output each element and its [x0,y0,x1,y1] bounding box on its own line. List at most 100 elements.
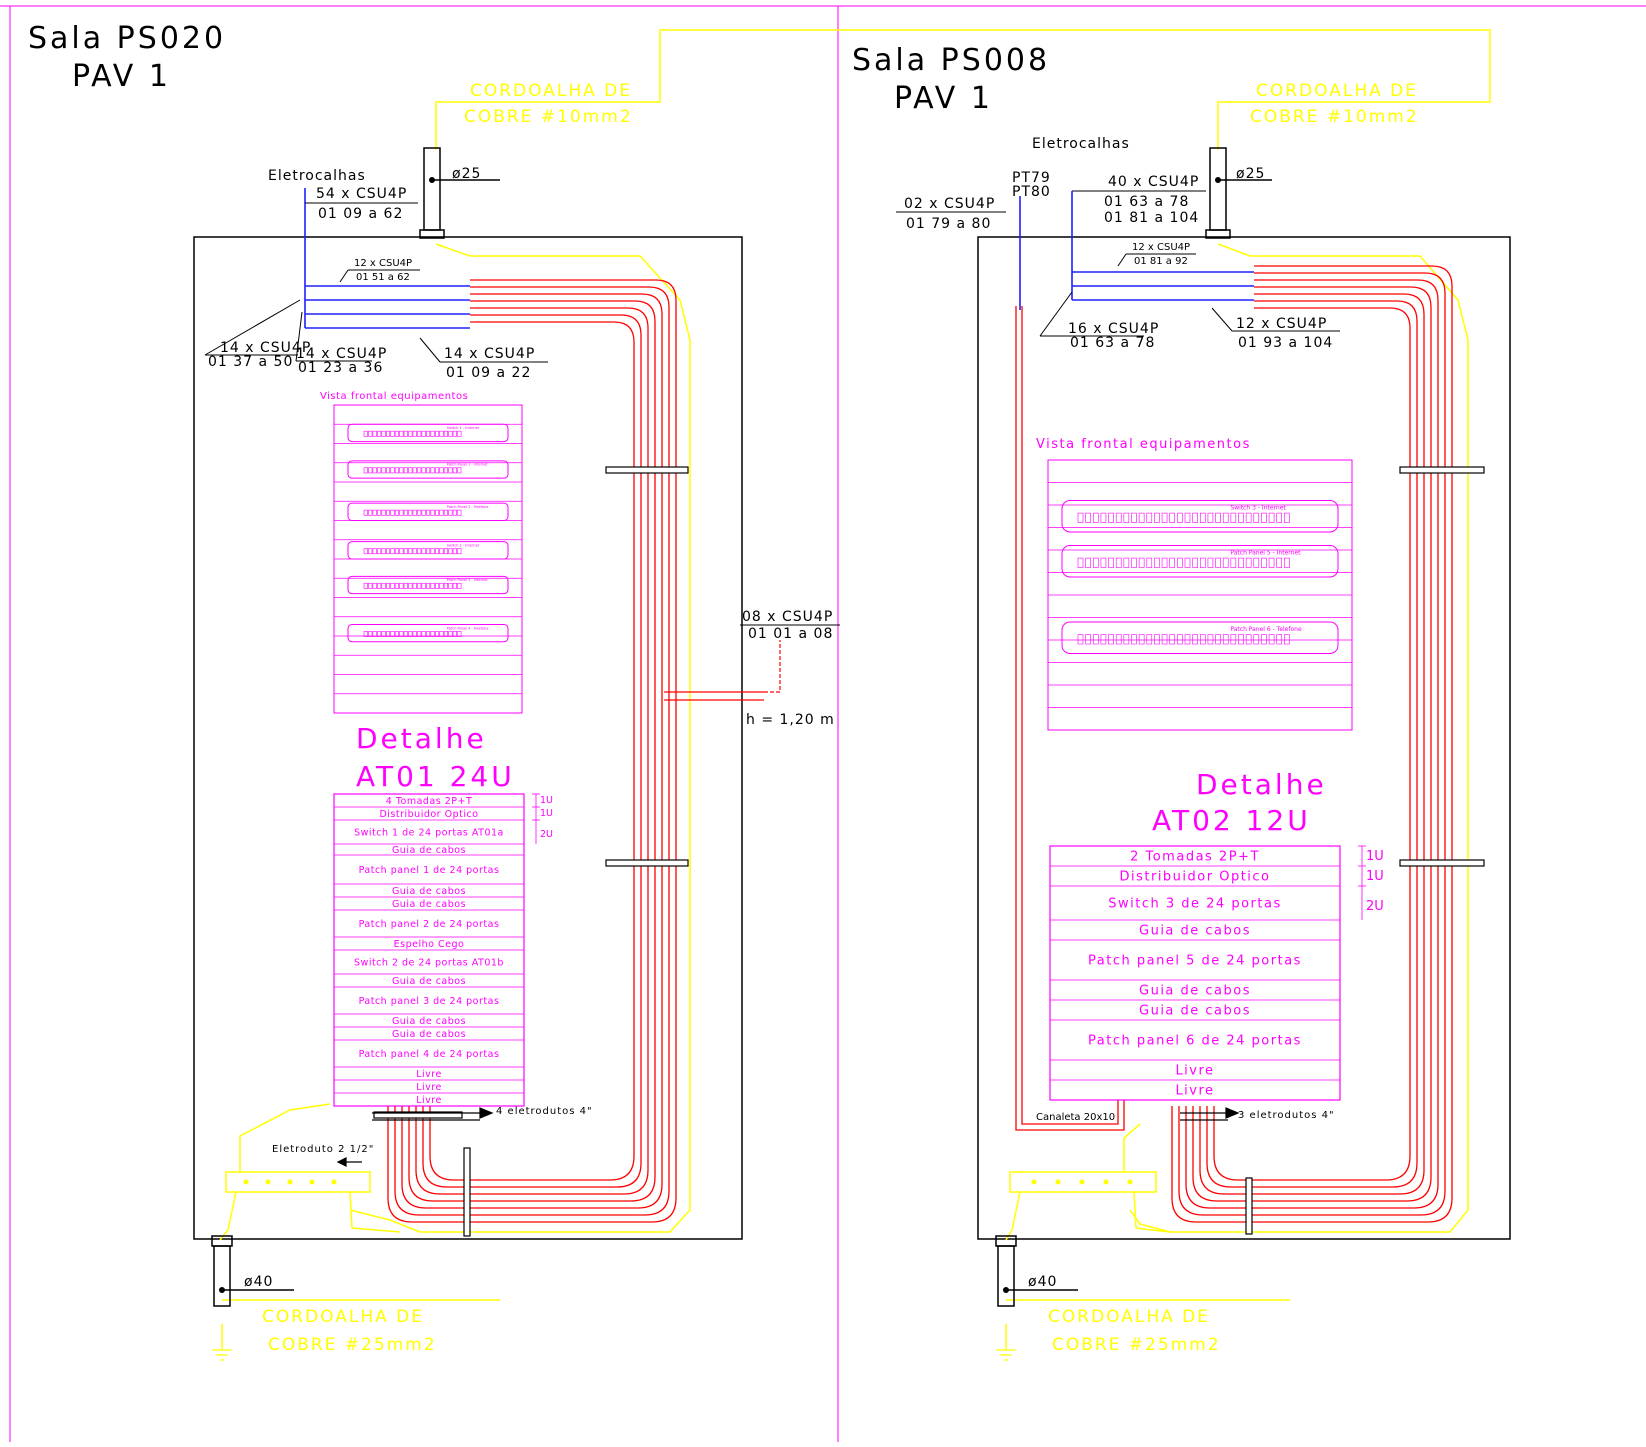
port-icon [443,509,448,516]
port-icon [1154,634,1160,645]
port-icon [448,548,453,555]
port-icon [1284,634,1290,645]
conduit-small-label: Eletroduto 2 1/2" [272,1144,374,1155]
front-panel-label: Switch 2 - Internet [447,544,480,548]
port-icon [434,582,440,589]
port-icon [377,548,382,555]
port-icon [363,631,368,637]
port-icon [1077,557,1084,568]
rack-row: Patch panel 1 de 24 portas [359,865,500,876]
port-icon [372,631,377,637]
port-icon [412,509,417,516]
port-icon [452,582,457,589]
rack-row: Distribuidor Optico [1119,870,1270,885]
ground-bottom-label-1: CORDOALHA DE [262,1307,424,1327]
rack-row: Guia de cabos [1139,984,1251,999]
port-icon [1268,634,1275,645]
port-icon [390,631,395,637]
port-icon [377,430,382,437]
port-icon [1115,512,1122,523]
port-icon [457,548,462,555]
rack-row: Guia de cabos [392,1016,466,1027]
port-icon [417,631,422,637]
port-icon [448,631,453,637]
port-icon [403,467,408,474]
port-icon [363,582,368,589]
pipe-top-diameter: ø25 [452,166,481,182]
unit-label: 1U [540,808,553,819]
cable-line [387,279,677,1223]
front-panel-label: Switch 3 - Internet [1230,504,1286,511]
port-icon [417,430,422,437]
rack-row: Guia de cabos [392,976,466,987]
port-icon [417,509,422,516]
port-icon [381,582,386,589]
port-icon [390,548,395,555]
rack-row: Patch panel 3 de 24 portas [359,996,500,1007]
port-icon [1284,557,1290,568]
detail-name: AT02 12U [1152,804,1311,837]
port-icon [1161,557,1168,568]
port-icon [385,631,391,637]
port-icon [381,631,386,637]
port-icon [408,430,413,437]
port-icon [1184,557,1191,568]
port-icon [1131,557,1137,568]
port-icon [1192,557,1198,568]
port-icon [426,548,431,555]
rack-row: Guia de cabos [1139,924,1251,939]
unit-label: 2U [540,829,553,840]
port-icon [1207,512,1214,523]
bundle-labels: 12 x CSU4P 01 51 a 62 14 x CSU4P 01 37 a… [204,258,548,381]
bundle-2-range: 01 37 a 50 [208,354,293,370]
port-icon [385,548,391,555]
front-panel [347,502,509,521]
port-icon [1092,512,1099,523]
port-icon [1077,512,1084,523]
port-icon [1092,557,1099,568]
rack-row: Livre [416,1095,442,1106]
pt-label-2: PT80 [1012,184,1051,200]
port-icon [1199,557,1206,568]
front-panel-label: Patch Panel 2 - Telefone [447,505,489,509]
port-icon [403,509,408,516]
port-icon [372,582,377,589]
port-icon [403,631,408,637]
port-icon [399,509,404,516]
port-icon [1146,557,1153,568]
bundle-1-range: 01 51 a 62 [356,272,410,283]
port-icon [421,582,426,589]
port-icon [448,430,453,437]
port-icon [1261,512,1267,523]
bundle-1-range: 01 81 a 92 [1134,256,1188,267]
port-icon [412,582,417,589]
port-icon [443,631,448,637]
port-icon [448,582,453,589]
port-icon [363,509,368,516]
bundle-labels: 12 x CSU4P 01 81 a 92 16 x CSU4P 01 63 a… [1039,242,1340,351]
port-icon [1100,634,1107,645]
port-icon [1207,634,1214,645]
front-panel [347,575,509,595]
port-icon [1161,634,1168,645]
port-icon [1284,512,1290,523]
front-panel-label: Patch Panel 4 - Telefone [447,626,489,630]
port-icon [412,631,417,637]
port-icon [430,430,435,437]
port-icon [426,582,431,589]
port-icon [403,582,408,589]
port-icon [1245,634,1252,645]
cable-line [415,307,649,1195]
port-icon [448,509,453,516]
main-bundle-qty: 54 x CSU4P [316,186,407,202]
port-icon [1276,557,1283,568]
port-icon [408,631,413,637]
port-icon [408,582,413,589]
port-icon [385,509,391,516]
port-icon [1108,512,1114,523]
port-icon [1123,512,1130,523]
bundle-3-qty: 14 x CSU4P [296,346,387,362]
port-icon [412,430,417,437]
ground-top-label-2: COBRE #10mm2 [1250,107,1419,127]
